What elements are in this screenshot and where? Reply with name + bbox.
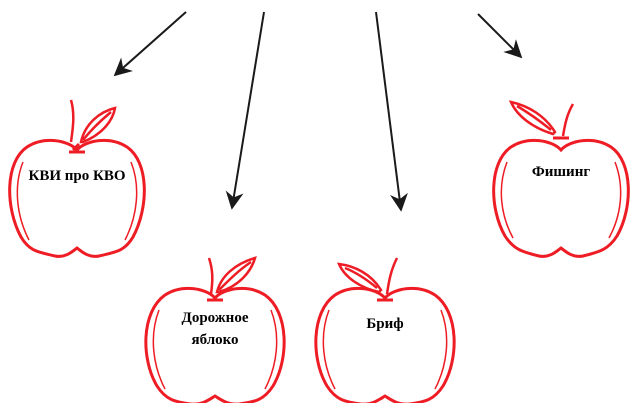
apple-kvi-body [8, 138, 146, 258]
apple-road-inner-left [152, 309, 166, 390]
leaf-icon [508, 100, 557, 136]
apple-kvi-stem [69, 142, 85, 154]
apple-road-stalk [207, 257, 214, 295]
arrow-to-kvi [113, 11, 187, 77]
apple-road: Дорожное яблоко [144, 256, 286, 403]
apple-phishing-stalk [561, 103, 575, 137]
arrow-to-phishing [477, 13, 523, 59]
apple-kvi-inner [16, 161, 30, 241]
apple-phishing-inner-right [608, 161, 622, 239]
apple-phishing: Фишинг [492, 100, 630, 258]
apple-kvi: КВИ про КВО [8, 99, 146, 258]
apple-road-body [144, 286, 286, 403]
apple-brief: Бриф [314, 257, 456, 403]
leaf-icon [79, 106, 117, 144]
apple-kvi-bite [69, 99, 75, 143]
apple-brief-body [314, 286, 456, 403]
apple-road-inner-right [264, 309, 278, 390]
leaf-icon [336, 262, 383, 294]
arrow-to-road [225, 11, 265, 210]
apple-kvi-inner-right [124, 161, 138, 241]
apple-phishing-body [492, 138, 630, 258]
apple-label-road-1: Дорожное [182, 310, 249, 326]
apple-label-brief: Бриф [366, 316, 403, 332]
apple-brief-stalk [385, 257, 399, 295]
apple-phishing-inner-left [500, 161, 514, 239]
apple-brief-inner-left [322, 309, 336, 390]
leaf-icon [215, 256, 257, 294]
apple-brief-inner-right [434, 309, 448, 390]
apple-label-road-2: яблоко [191, 332, 238, 348]
apple-label-phishing: Фишинг [532, 164, 590, 180]
apple-label-kvi: КВИ про КВО [28, 168, 125, 184]
arrows-group [113, 11, 523, 212]
arrow-to-brief [375, 11, 408, 212]
